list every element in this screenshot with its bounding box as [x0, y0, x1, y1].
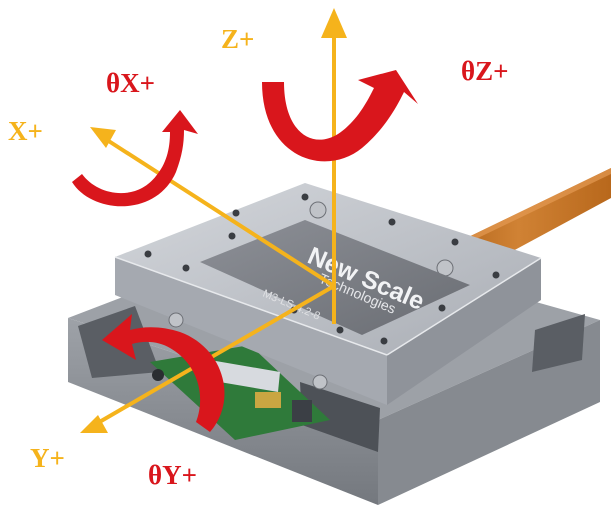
x-axis-line	[102, 136, 336, 288]
rotation-y-arrow	[102, 314, 225, 432]
z-axis-arrowhead	[321, 8, 347, 38]
y-axis-label: Y+	[30, 443, 65, 473]
z-axis-label: Z+	[221, 24, 255, 54]
theta-x-label: θX+	[106, 68, 155, 98]
rotation-z-arrow	[262, 70, 418, 162]
x-axis-arrowhead	[90, 127, 116, 148]
theta-y-label: θY+	[148, 460, 197, 490]
x-axis-label: X+	[8, 116, 43, 146]
rotation-x-arrow	[72, 110, 198, 207]
y-axis-line	[94, 284, 336, 426]
theta-z-label: θZ+	[461, 56, 509, 86]
y-axis-arrowhead	[80, 415, 108, 433]
